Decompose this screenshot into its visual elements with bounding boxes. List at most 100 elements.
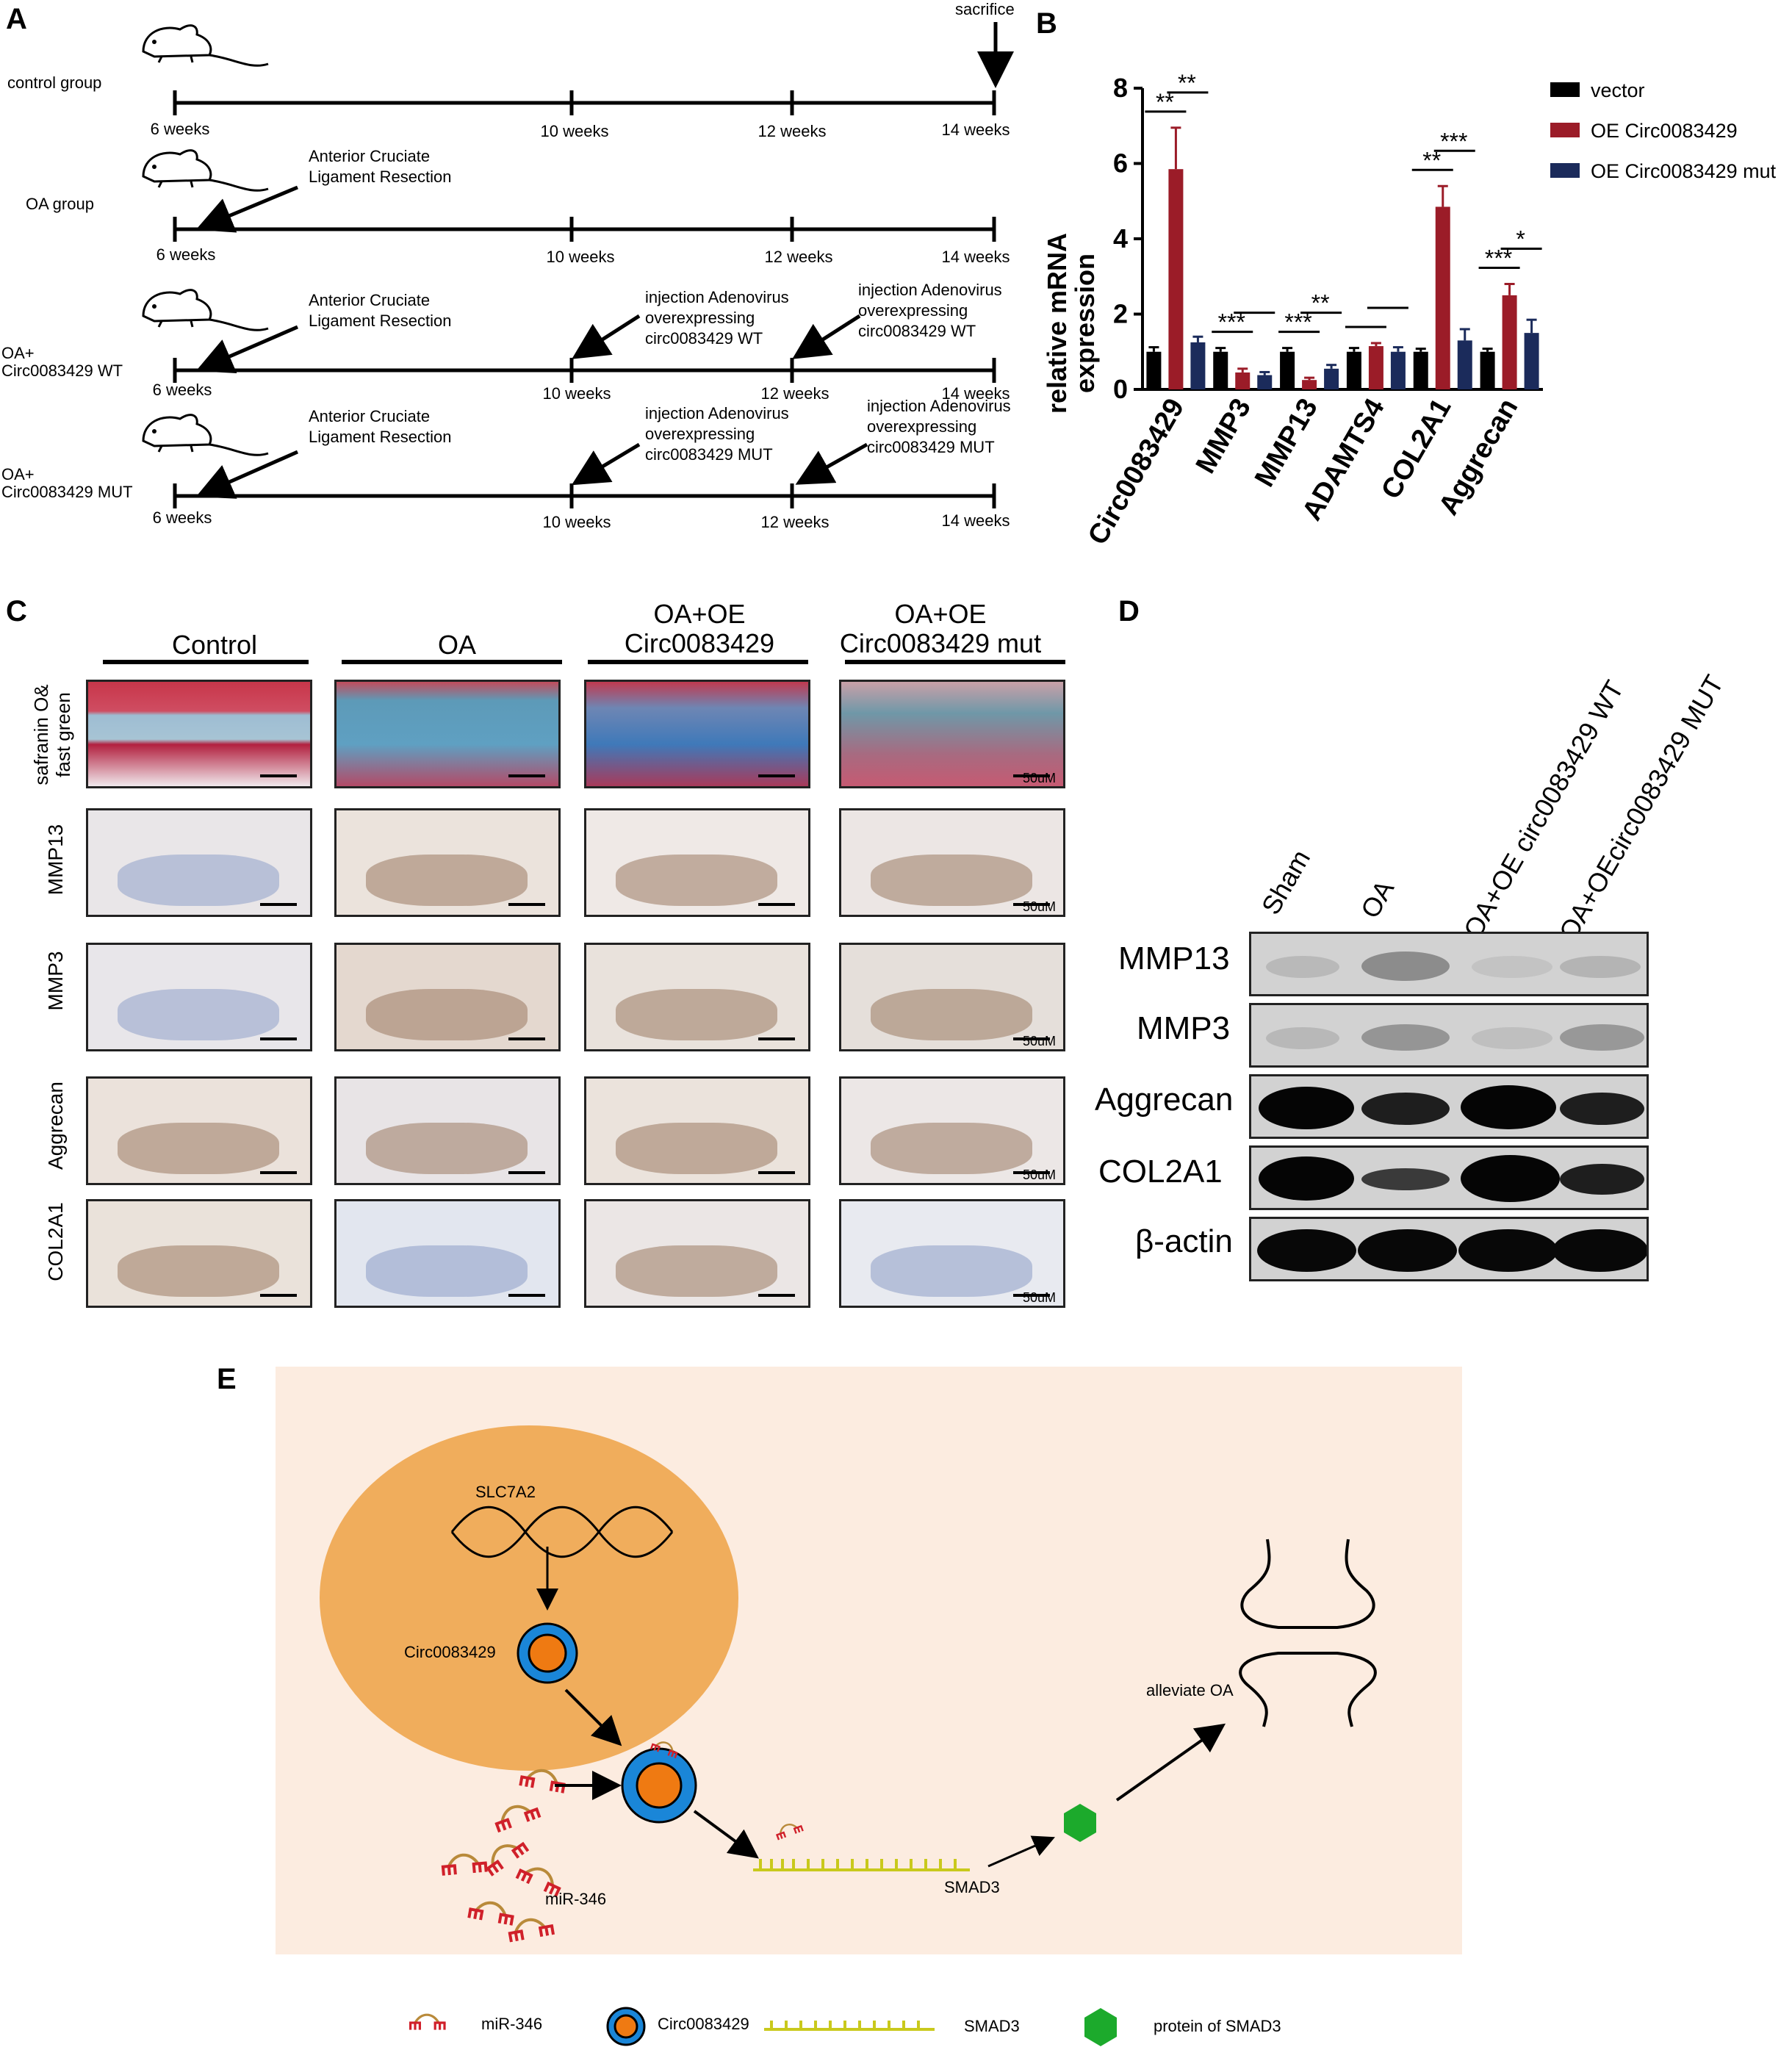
scale-label: 50uM — [1022, 1034, 1056, 1048]
week-label: 12 weeks — [760, 384, 830, 403]
panel-label-d: D — [1118, 595, 1140, 627]
scale-label: 50uM — [1022, 899, 1056, 914]
legend-swatch — [1550, 163, 1580, 178]
export-arrow — [564, 1688, 622, 1746]
surgery-label: Anterior Cruciate — [309, 407, 431, 425]
legend-label: Circ0083429 — [658, 2015, 749, 2033]
group-label-wt-1: OA+ — [1, 344, 35, 362]
bar — [1146, 351, 1162, 389]
y-tick-label: 8 — [1113, 73, 1128, 103]
protein-label: Aggrecan — [1095, 1082, 1234, 1118]
blot-band — [1472, 1027, 1552, 1049]
group-label-oa: OA group — [26, 195, 94, 213]
blot-band — [1361, 1093, 1450, 1125]
significance-label: *** — [1440, 128, 1467, 154]
significance-label: ** — [1178, 70, 1196, 96]
column-bar — [588, 660, 808, 664]
week-label: 14 weeks — [941, 248, 1010, 266]
histology-image — [86, 808, 312, 917]
histology-image — [584, 808, 810, 917]
injection-label: overexpressing — [645, 425, 755, 443]
blot-band — [1560, 1164, 1644, 1195]
scale-label: 50uM — [1022, 771, 1056, 785]
bar — [1524, 333, 1539, 389]
histology-image — [86, 1076, 312, 1185]
tissue-region — [871, 1245, 1032, 1297]
column-title: Circ0083429 — [624, 628, 775, 658]
injection-label: injection Adenovirus — [645, 404, 789, 422]
tissue-region — [616, 1123, 777, 1174]
surgery-label: Ligament Resection — [309, 168, 452, 186]
injection-label: circ0083429 MUT — [645, 445, 773, 464]
column-title: Circ0083429 mut — [839, 628, 1042, 658]
week-label: 14 weeks — [941, 511, 1010, 530]
bar — [1257, 375, 1273, 389]
blot-strip-beta-actin — [1249, 1217, 1649, 1281]
protein-label: β-actin — [1135, 1223, 1233, 1259]
column-bar — [342, 660, 562, 664]
scale-bar — [758, 903, 795, 906]
outcome-label: alleviate OA — [1146, 1681, 1234, 1699]
blot-band — [1472, 956, 1552, 978]
blot-band — [1361, 951, 1450, 981]
group-label-mut-2: Circ0083429 MUT — [1, 483, 133, 501]
column-title: OA — [437, 630, 477, 660]
y-tick-label: 2 — [1113, 299, 1128, 329]
tissue-region — [616, 989, 777, 1040]
blot-strip-mmp13 — [1249, 932, 1649, 996]
y-tick-label: 6 — [1113, 148, 1128, 179]
timeline-drawing — [142, 22, 1014, 508]
column-bar — [103, 660, 309, 664]
blot-band — [1266, 1027, 1339, 1049]
panel-label-e: E — [217, 1363, 237, 1395]
bar — [1235, 372, 1251, 389]
outcome-arrow — [1115, 1723, 1226, 1802]
scale-label: 50uM — [1022, 1168, 1056, 1182]
tissue-region — [616, 855, 777, 906]
bar — [1302, 380, 1317, 389]
week-label: 6 weeks — [150, 120, 210, 138]
tissue-region — [118, 855, 279, 906]
protein-label: MMP13 — [1118, 940, 1230, 976]
injection-label: overexpressing — [867, 417, 977, 436]
surgery-label: Ligament Resection — [309, 428, 452, 446]
tissue-region — [366, 1123, 528, 1174]
bar — [1435, 206, 1450, 389]
injection-label: circ0083429 WT — [858, 322, 976, 340]
bar — [1457, 340, 1472, 389]
histology-image — [334, 808, 561, 917]
bar — [1413, 351, 1428, 389]
mirna-cluster — [439, 1765, 569, 1944]
legend-swatch — [1550, 123, 1580, 137]
bar — [1213, 351, 1228, 389]
week-label: 12 weeks — [764, 248, 833, 266]
week-label: 12 weeks — [760, 513, 830, 531]
legend-swatch — [1550, 82, 1580, 97]
smad3-label: SMAD3 — [944, 1878, 1000, 1896]
injection-label: overexpressing — [858, 301, 968, 320]
blot-band — [1461, 1085, 1556, 1129]
protein-label: MMP3 — [1137, 1010, 1231, 1046]
scale-bar — [1013, 1037, 1050, 1040]
scale-bar — [508, 1037, 545, 1040]
joint-icon — [1240, 1539, 1375, 1629]
week-label: 10 weeks — [542, 513, 611, 531]
tissue-region — [366, 1245, 528, 1297]
legend-label: protein of SMAD3 — [1154, 2017, 1281, 2035]
column-title: OA+OE — [894, 599, 987, 629]
mirna-icon — [773, 1819, 805, 1841]
histology-image — [584, 943, 810, 1051]
tissue-region — [366, 855, 528, 906]
blot-band — [1458, 1229, 1558, 1272]
histology-image: 50uM — [839, 1199, 1065, 1308]
release-arrow — [693, 1810, 759, 1859]
scale-bar — [260, 774, 297, 777]
histology-image — [584, 1199, 810, 1308]
week-label: 12 weeks — [758, 122, 827, 140]
scale-bar — [260, 1037, 297, 1040]
scale-bar — [260, 1171, 297, 1174]
group-label-control: control group — [7, 73, 102, 92]
tissue-region — [118, 1123, 279, 1174]
legend-label: vector — [1591, 79, 1645, 101]
